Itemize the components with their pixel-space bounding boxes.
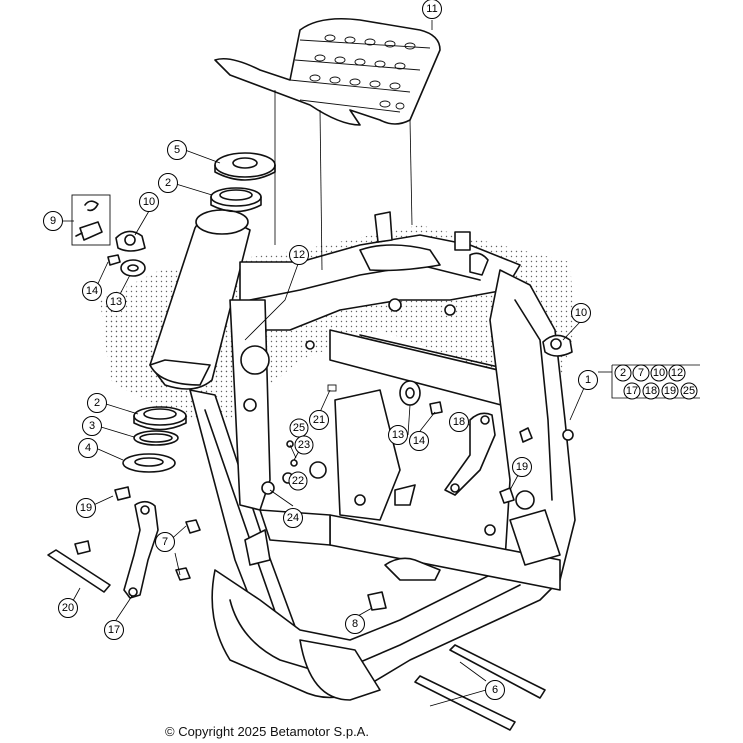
callout-12: 12 (289, 245, 309, 265)
svg-text:4: 4 (85, 442, 91, 454)
svg-text:17: 17 (626, 385, 638, 397)
skid-plate-part (214, 17, 441, 126)
svg-text:20: 20 (62, 602, 74, 614)
svg-text:21: 21 (313, 414, 325, 426)
svg-text:5: 5 (174, 144, 180, 156)
callout-20: 20 (58, 598, 78, 618)
svg-text:11: 11 (426, 3, 437, 15)
callout-24: 24 (283, 508, 303, 528)
callout-5: 5 (167, 140, 187, 160)
callouts: 11 5 2 9 10 14 13 12 10 1 2 3 4 21 13 14… (43, 0, 698, 700)
hardware-parts (47, 194, 573, 731)
bearing-parts (122, 152, 276, 473)
svg-text:10: 10 (653, 367, 665, 379)
callout-13-left: 13 (106, 292, 126, 312)
svg-text:12: 12 (671, 367, 683, 379)
callout-10-left: 10 (139, 192, 159, 212)
svg-text:12: 12 (293, 249, 305, 261)
callout-1: 1 (578, 370, 598, 390)
callout-10-right: 10 (571, 303, 591, 323)
callout-3: 3 (82, 416, 102, 436)
svg-text:17: 17 (108, 624, 120, 636)
svg-text:2: 2 (620, 367, 626, 379)
callout-14-right: 14 (409, 431, 429, 451)
callout-11: 11 (422, 0, 442, 19)
callout-19-left: 19 (76, 498, 96, 518)
kit-item: 17 (623, 382, 641, 400)
svg-text:8: 8 (352, 618, 358, 630)
svg-text:9: 9 (50, 215, 56, 227)
copyright-text: © Copyright 2025 Betamotor S.p.A. (165, 724, 369, 739)
callout-13-right: 13 (388, 425, 408, 445)
callout-9: 9 (43, 211, 63, 231)
svg-text:24: 24 (287, 512, 299, 524)
svg-text:1: 1 (585, 374, 591, 386)
svg-text:25: 25 (293, 422, 305, 434)
svg-text:3: 3 (89, 420, 95, 432)
callout-22: 22 (288, 471, 308, 491)
callout-23: 23 (294, 435, 314, 455)
callout-21: 21 (309, 410, 329, 430)
callout-25: 25 (289, 418, 309, 438)
svg-text:23: 23 (298, 439, 310, 451)
kit-group: 2 7 10 12 17 18 19 25 (614, 364, 698, 400)
svg-text:7: 7 (638, 367, 644, 379)
svg-text:22: 22 (292, 475, 304, 487)
callout-14-left: 14 (82, 281, 102, 301)
callout-8: 8 (345, 614, 365, 634)
callout-17: 17 (104, 620, 124, 640)
callout-18: 18 (449, 412, 469, 432)
svg-text:2: 2 (94, 397, 100, 409)
kit-item: 25 (680, 382, 698, 400)
kit-item: 2 (614, 364, 632, 382)
svg-text:14: 14 (86, 285, 98, 297)
svg-text:10: 10 (143, 196, 155, 208)
callout-2-lower: 2 (87, 393, 107, 413)
callout-7: 7 (155, 532, 175, 552)
svg-text:10: 10 (575, 307, 587, 319)
svg-text:13: 13 (110, 296, 122, 308)
svg-text:18: 18 (645, 385, 657, 397)
kit-item: 7 (632, 364, 650, 382)
svg-text:6: 6 (492, 684, 498, 696)
svg-text:19: 19 (516, 461, 528, 473)
svg-text:19: 19 (80, 502, 92, 514)
kit-item: 12 (668, 364, 686, 382)
callout-6: 6 (485, 680, 505, 700)
svg-text:2: 2 (165, 177, 171, 189)
svg-text:19: 19 (664, 385, 676, 397)
svg-text:14: 14 (413, 435, 425, 447)
callout-4: 4 (78, 438, 98, 458)
svg-text:7: 7 (162, 536, 168, 548)
callout-2-upper: 2 (158, 173, 178, 193)
callout-19-right: 19 (512, 457, 532, 477)
skid-plate-holes (309, 34, 416, 110)
kit-item: 19 (661, 382, 679, 400)
svg-text:13: 13 (392, 429, 404, 441)
svg-text:25: 25 (683, 385, 695, 397)
svg-text:18: 18 (453, 416, 465, 428)
kit-item: 10 (650, 364, 668, 382)
kit-item: 18 (642, 382, 660, 400)
